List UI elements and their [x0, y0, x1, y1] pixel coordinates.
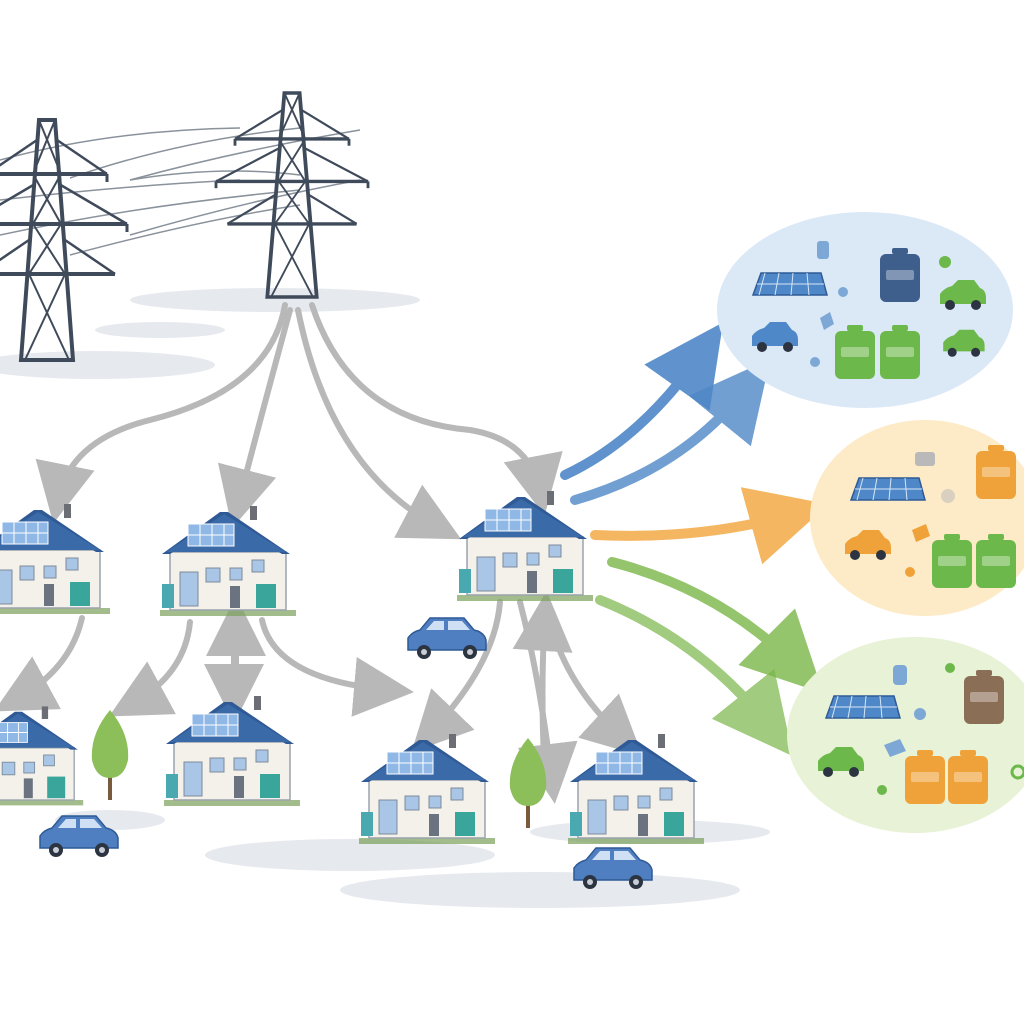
battery-icon [880, 248, 920, 302]
battery-icon [880, 325, 920, 379]
house-bottom-middle [163, 695, 301, 807]
pylon-right-icon [214, 91, 370, 299]
cluster-green [787, 637, 1024, 833]
battery-icon [976, 445, 1016, 499]
house-bottom-center [358, 733, 496, 845]
tree-icon [91, 710, 129, 800]
house-top-middle [159, 505, 297, 617]
battery-icon [964, 670, 1004, 724]
battery-icon [932, 534, 972, 588]
battery-icon [976, 534, 1016, 588]
house-top-left [0, 503, 111, 615]
car-icon [407, 617, 487, 660]
house-hub [456, 490, 594, 602]
solar-panel-icon [825, 695, 901, 719]
cluster-orange [810, 420, 1024, 616]
solar-panel-icon [752, 272, 828, 296]
battery-icon [905, 750, 945, 804]
solar-panel-icon [850, 477, 926, 501]
house-bottom-left [0, 705, 84, 807]
grid-arrows [0, 302, 643, 804]
cluster-blue [717, 212, 1013, 408]
house-bottom-right [567, 733, 705, 845]
battery-icon [835, 325, 875, 379]
pylon-left-icon [0, 118, 129, 362]
battery-icon [948, 750, 988, 804]
export-arrows [560, 322, 829, 757]
